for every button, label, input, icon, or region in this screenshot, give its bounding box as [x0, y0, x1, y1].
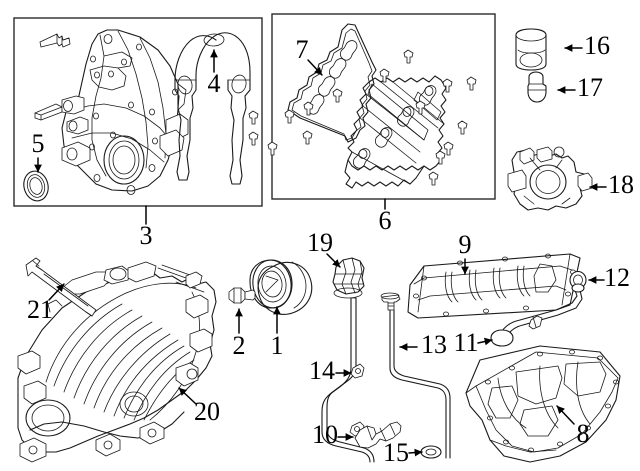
- timing-cover-stud-bolt: [39, 33, 71, 48]
- box-3-frame: [13, 17, 263, 207]
- timing-cover-gasket: [174, 32, 251, 185]
- callout-16: 16: [564, 31, 610, 60]
- callout-layer: 1 2 3 4 5 6 7 8: [27, 31, 634, 467]
- callout-number-19: 19: [307, 228, 333, 257]
- callout-number-17: 17: [577, 73, 603, 102]
- callout-number-3: 3: [140, 221, 153, 250]
- callout-13: 13: [399, 330, 447, 359]
- callout-3: 3: [140, 205, 153, 250]
- gasket-grommets: [306, 40, 358, 115]
- bolt-14: [428, 171, 439, 186]
- crankshaft-damper-bolt: [228, 287, 256, 304]
- bolt-1: [403, 49, 414, 64]
- bolt-12: [457, 120, 468, 135]
- callout-17: 17: [557, 73, 603, 102]
- bolt-5: [284, 109, 295, 124]
- bolt-3: [332, 88, 343, 103]
- callout-number-8: 8: [577, 419, 590, 448]
- engine-oil-dipstick: [380, 292, 451, 459]
- callout-18: 18: [589, 170, 634, 199]
- callout-number-1: 1: [271, 331, 284, 360]
- callout-number-10: 10: [312, 420, 338, 449]
- callout-number-13: 13: [421, 330, 447, 359]
- callout-number-12: 12: [604, 263, 630, 292]
- callout-21: 21: [27, 283, 65, 324]
- callout-number-9: 9: [459, 230, 472, 259]
- upper-oil-pan-windage-tray: [407, 253, 581, 319]
- callout-number-6: 6: [379, 206, 392, 235]
- callout-6: 6: [379, 198, 392, 235]
- callout-5: 5: [32, 129, 45, 173]
- callout-20: 20: [178, 387, 220, 426]
- callout-number-4: 4: [208, 69, 221, 98]
- callout-7: 7: [296, 35, 323, 76]
- engine-oil-pump: [507, 146, 593, 211]
- callout-19: 19: [307, 228, 341, 268]
- cylinder-head-valve-cover: [344, 75, 447, 189]
- timing-chain-cover: [61, 29, 189, 195]
- bolt-9: [267, 141, 278, 156]
- callout-number-7: 7: [296, 35, 309, 64]
- bolt-7: [248, 131, 259, 146]
- oil-filler-cap: [332, 257, 365, 299]
- bolt-11: [466, 76, 477, 91]
- callout-number-11: 11: [453, 328, 478, 357]
- bolt-16: [415, 100, 426, 115]
- oil-filler-grommet: [527, 71, 547, 103]
- callout-2: 2: [233, 308, 246, 360]
- bolt-4: [303, 101, 314, 116]
- group-box-3: [13, 17, 263, 207]
- group-box-6: [271, 13, 496, 200]
- oil-pump-pickup-tube: [490, 283, 585, 347]
- dipstick-guide-tube: [321, 297, 375, 463]
- callout-15: 15: [383, 438, 423, 467]
- callout-number-20: 20: [194, 397, 220, 426]
- callout-number-16: 16: [584, 31, 610, 60]
- bolt-10: [442, 78, 453, 93]
- callout-4: 4: [208, 49, 221, 98]
- callout-number-5: 5: [32, 129, 45, 158]
- callout-number-14: 14: [309, 356, 335, 385]
- lower-oil-pan: [465, 345, 621, 463]
- callout-11: 11: [453, 328, 493, 357]
- callout-8: 8: [556, 405, 590, 448]
- callout-number-15: 15: [383, 438, 409, 467]
- intake-manifold-assembly: [17, 261, 217, 463]
- oil-filler-tube-bushing: [515, 28, 547, 71]
- box-6-frame: [271, 13, 496, 200]
- valve-cover-bolts: [248, 49, 477, 186]
- callout-number-21: 21: [27, 295, 53, 324]
- oil-level-sensor: [354, 421, 402, 449]
- callout-1: 1: [271, 306, 284, 360]
- callout-number-2: 2: [233, 331, 246, 360]
- bolt-15: [435, 150, 446, 165]
- bolt-8: [302, 130, 313, 145]
- bolt-2: [379, 68, 390, 83]
- valve-cover-plug-bosses: [352, 85, 437, 169]
- bolt-13: [443, 141, 454, 156]
- front-crankshaft-seal: [23, 170, 49, 202]
- dipstick-tube-seal: [420, 445, 442, 459]
- callout-14: 14: [309, 356, 352, 385]
- callout-12: 12: [588, 263, 630, 292]
- callout-10: 10: [312, 420, 354, 449]
- callout-9: 9: [459, 230, 472, 275]
- bolt-6: [248, 110, 259, 125]
- callout-number-18: 18: [608, 170, 634, 199]
